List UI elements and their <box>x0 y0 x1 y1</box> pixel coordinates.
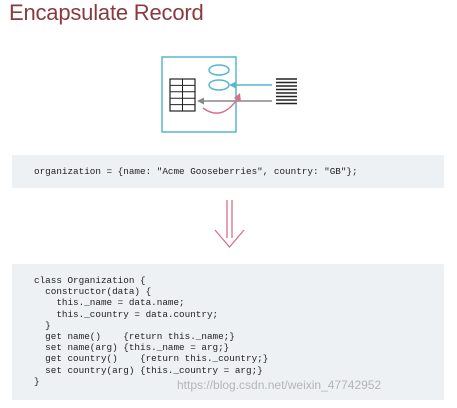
code-line: class Organization { <box>34 275 146 286</box>
page-title: Encapsulate Record <box>9 0 204 25</box>
code-line: } <box>34 319 51 331</box>
code-before-block: organization = {name: "Acme Gooseberries… <box>12 155 444 188</box>
code-after-block: class Organization { constructor(data) {… <box>12 264 444 400</box>
watermark: https://blog.csdn.net/weixin_47742952 <box>177 378 382 392</box>
code-line: this._name = data.name; <box>34 297 185 309</box>
code-line: constructor(data) { <box>34 286 152 298</box>
pink-curved-arrow <box>202 93 241 114</box>
accessor-oval-top <box>208 64 230 76</box>
code-after-lines: class Organization { constructor(data) {… <box>34 275 268 387</box>
record-box <box>161 56 237 133</box>
code-line: set country(arg) {this._country = arg;} <box>34 364 263 376</box>
code-line: get name() {return this._name;} <box>34 331 235 343</box>
code-line: get country() {return this._country;} <box>34 353 269 365</box>
teal-arrow <box>229 81 272 89</box>
code-line: set name(arg) {this._name = arg;} <box>34 342 230 354</box>
code-line: this._country = data.country; <box>34 308 219 320</box>
code-line: } <box>34 375 40 387</box>
table-icon <box>169 78 196 112</box>
document-icon <box>276 78 297 105</box>
code-before-line: organization = {name: "Acme Gooseberries… <box>34 166 358 177</box>
